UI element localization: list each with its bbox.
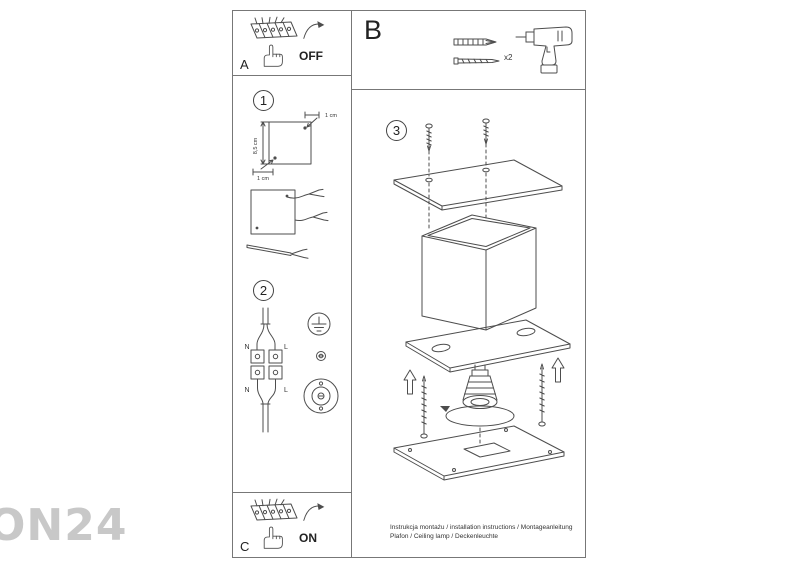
assembly-exploded-diagram: [393, 118, 571, 481]
panel-b-label: B: [364, 15, 383, 45]
footer-text: Instrukcja montażu / installation instru…: [390, 523, 572, 541]
wire-n-top-label: N: [244, 344, 249, 351]
screw-icon: [453, 57, 500, 65]
watermark-logo: ON24: [0, 500, 128, 551]
step-3-number: 3: [386, 120, 407, 141]
step-3-area: 3: [352, 90, 585, 557]
panel-c-label: C: [240, 539, 250, 554]
drill-icon: [515, 26, 573, 74]
off-label: OFF: [299, 49, 323, 63]
steps-column: 1 1 cm 8,5 cm 1: [233, 76, 351, 492]
quantity-label: x2: [504, 53, 513, 62]
dim-bottom-label: 1 cm: [257, 176, 269, 182]
panel-a: A OFF: [233, 11, 351, 76]
curved-arrow-icon: [303, 503, 325, 521]
step-1-number: 1: [253, 90, 274, 111]
terminal-block-icon: [250, 16, 298, 39]
curved-arrow-icon: [303, 21, 325, 39]
dim-top-label: 1 cm: [325, 113, 337, 119]
wiring-diagram: N L N L: [244, 307, 339, 433]
footer-line-2: Plafon / Ceiling lamp / Deckenleuchte: [390, 533, 499, 540]
panel-c: C ON: [233, 492, 351, 557]
wire-l-top-label: L: [284, 344, 288, 351]
instruction-sheet: A OFF: [232, 10, 586, 558]
hand-icon: [263, 526, 283, 549]
left-column: A OFF: [233, 11, 352, 557]
wire-l-bottom-label: L: [284, 387, 288, 394]
terminal-block-icon: [250, 498, 298, 521]
wire-n-bottom-label: N: [244, 387, 249, 394]
drilling-template-diagram: 1 cm 8,5 cm 1 cm: [252, 111, 337, 182]
on-label: ON: [299, 531, 317, 545]
step-2-number: 2: [253, 280, 274, 301]
panel-b: B x2: [352, 11, 585, 90]
footer-line-1: Instrukcja montażu / installation instru…: [390, 524, 573, 531]
panel-a-label: A: [240, 57, 249, 72]
cable-stripping-diagram: [246, 188, 329, 259]
hand-icon: [263, 44, 283, 67]
dim-side-label: 8,5 cm: [253, 137, 259, 154]
wall-plug-icon: [453, 38, 497, 46]
